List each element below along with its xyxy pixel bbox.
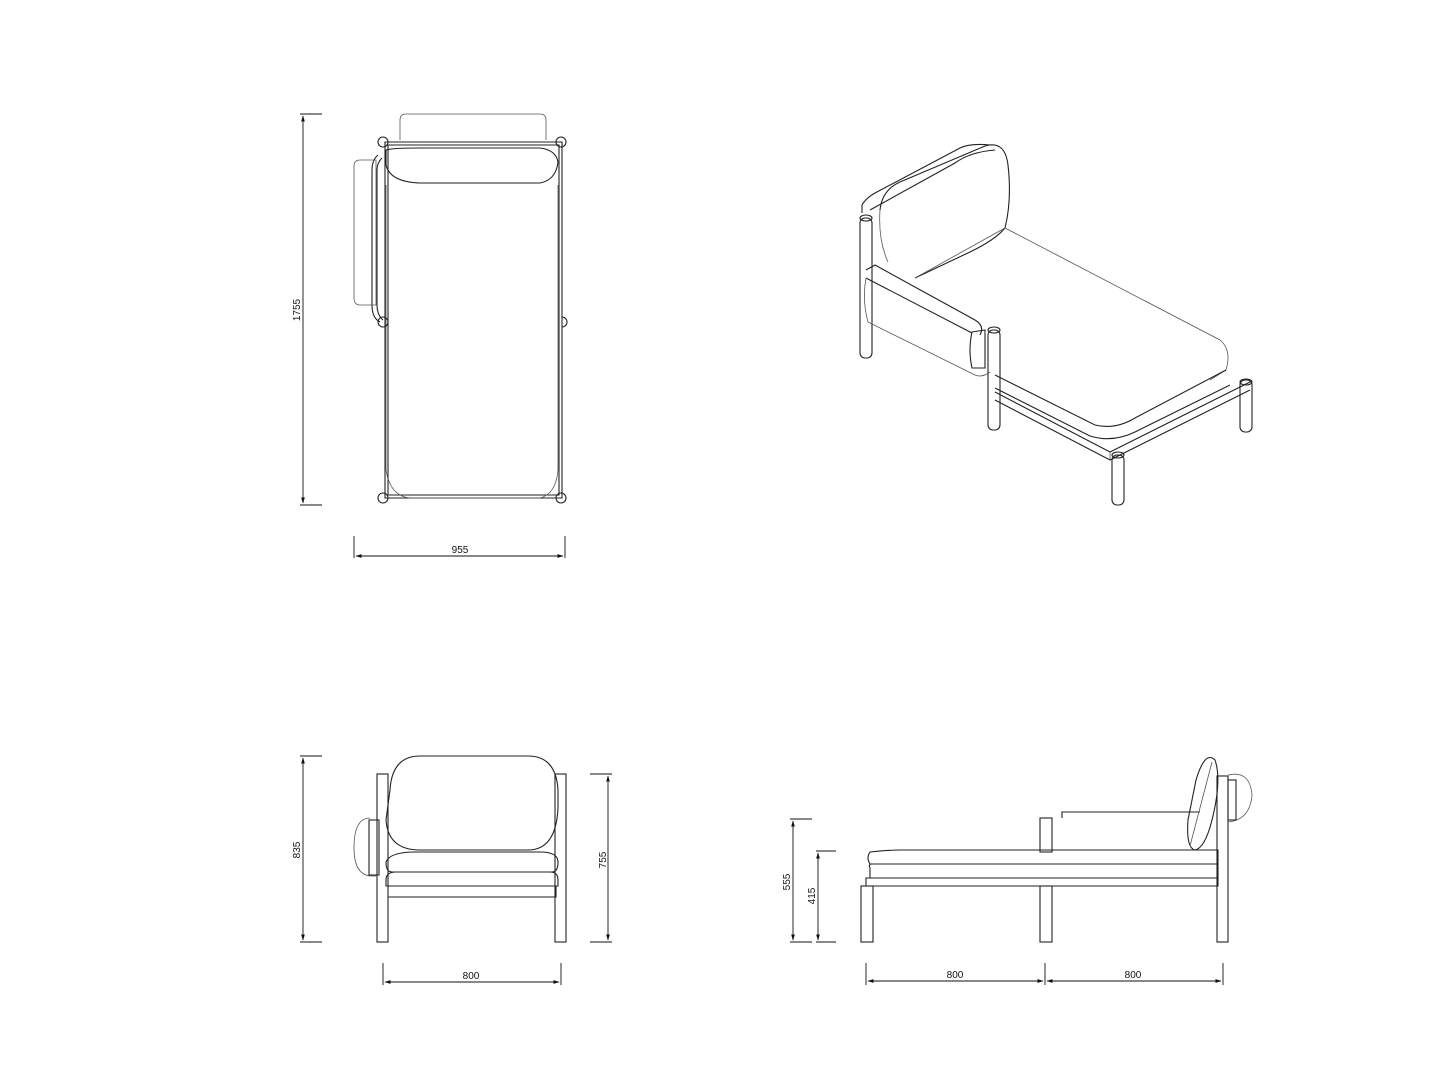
dimension-overall-height-label: 835 <box>292 841 303 858</box>
dimension-front-width-label: 800 <box>463 971 480 982</box>
dimension-seat-height-label: 415 <box>807 887 818 904</box>
dimension-depth-label: 1755 <box>292 298 303 321</box>
dimension-section-a-label: 800 <box>947 970 964 981</box>
front-view: 835 755 800 <box>292 755 612 985</box>
top-view: 1755 955 <box>292 113 568 558</box>
dimension-width-label: 955 <box>452 545 469 556</box>
dimension-frame-height-label: 755 <box>598 851 609 868</box>
side-view: 555 415 800 800 <box>782 756 1253 985</box>
isometric-view <box>859 143 1253 506</box>
dimension-section-b-label: 800 <box>1125 970 1142 981</box>
dimension-arm-height-label: 555 <box>782 873 793 890</box>
